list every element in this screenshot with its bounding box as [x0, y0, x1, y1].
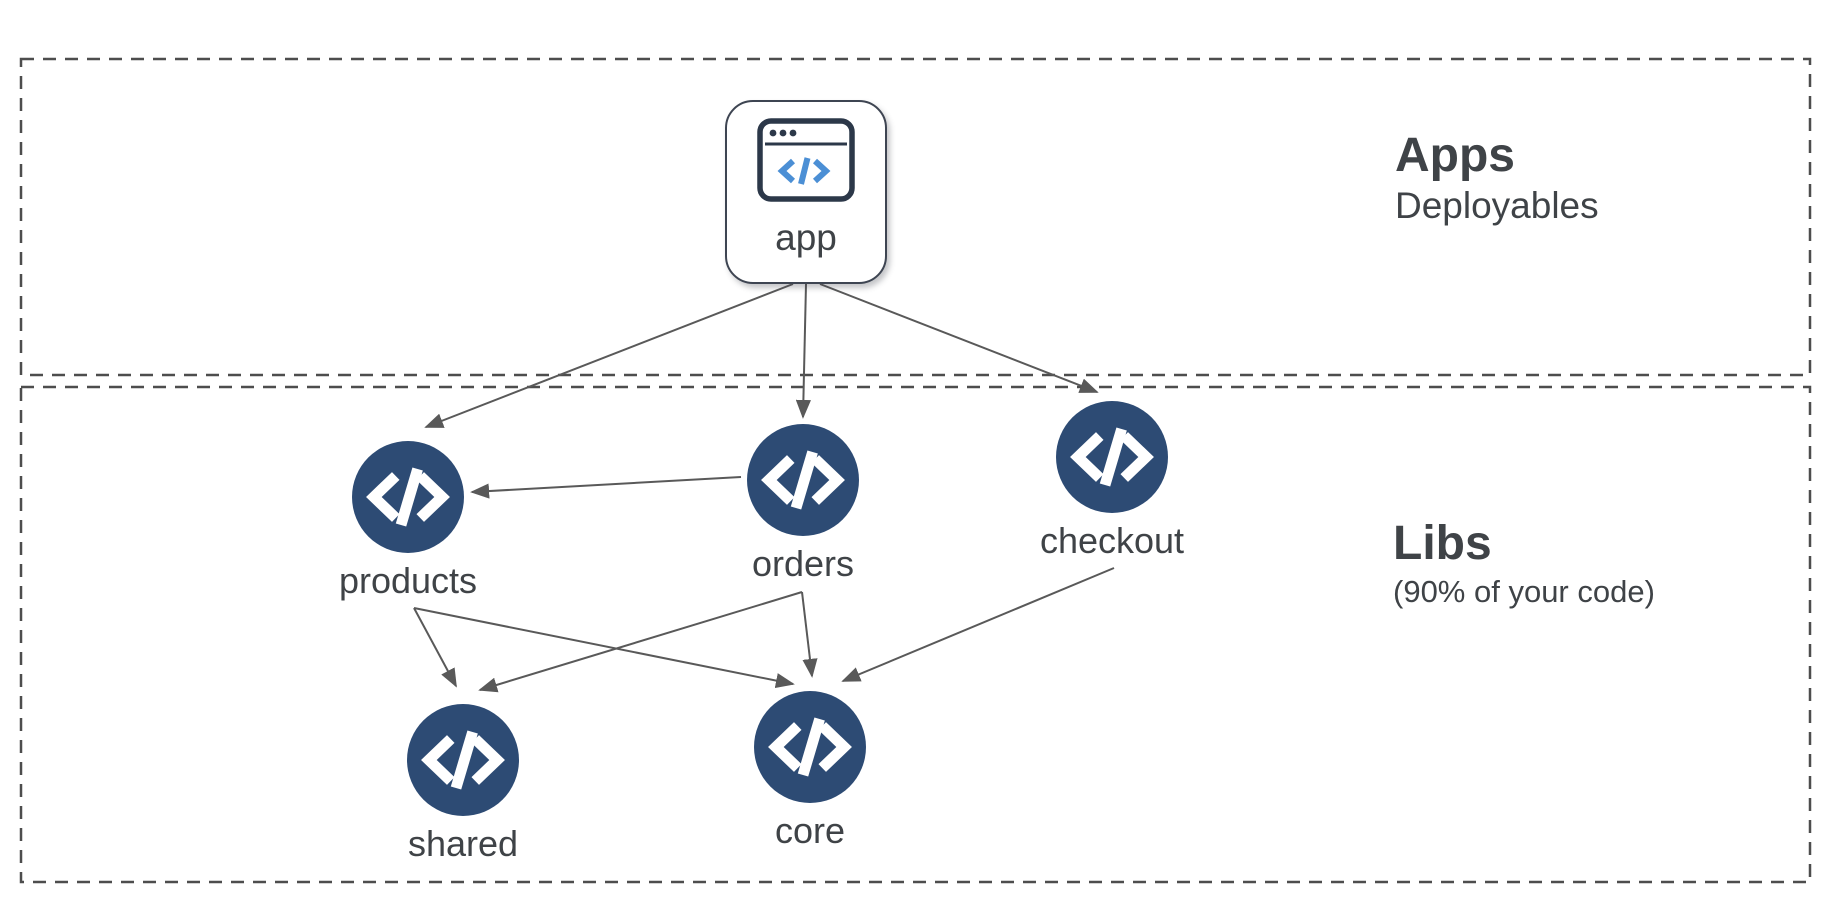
node-app: app: [725, 100, 887, 284]
code-icon: [754, 691, 866, 803]
browser-code-icon: [757, 118, 855, 202]
apps-section-title: Apps: [1395, 129, 1515, 182]
apps-section-box: [19, 57, 1812, 377]
code-icon: [1056, 401, 1168, 513]
libs-section-box: [19, 385, 1812, 884]
edge-orders-to-core: [801, 591, 818, 678]
node-label: orders: [751, 543, 855, 584]
node-label: shared: [407, 823, 519, 864]
apps-section-heading: Apps Deployables: [1395, 128, 1599, 228]
node-label: products: [338, 560, 478, 601]
apps-section-subtitle: Deployables: [1395, 185, 1599, 226]
edge-products-to-shared: [413, 607, 457, 688]
edge-app-to-products: [424, 283, 794, 428]
node-shared: shared: [363, 704, 563, 864]
dependency-edges: [413, 283, 1115, 693]
code-icon: [747, 424, 859, 536]
node-checkout: checkout: [1012, 401, 1212, 561]
edge-app-to-checkout: [819, 283, 1099, 393]
node-orders: orders: [703, 424, 903, 584]
node-products: products: [308, 441, 508, 601]
edge-app-to-orders: [795, 283, 811, 419]
node-label: app: [775, 217, 837, 258]
node-core: core: [710, 691, 910, 851]
edge-checkout-to-core: [841, 567, 1115, 682]
edge-products-to-core: [413, 607, 795, 689]
node-label: checkout: [1039, 520, 1185, 561]
libs-section-title: Libs: [1393, 517, 1492, 570]
libs-section-heading: Libs (90% of your code): [1393, 516, 1655, 612]
node-label: core: [774, 810, 846, 851]
libs-section-subtitle: (90% of your code): [1393, 574, 1655, 609]
edge-orders-to-shared: [478, 591, 803, 693]
edge-orders-to-products: [470, 476, 742, 499]
code-icon: [352, 441, 464, 553]
code-icon: [407, 704, 519, 816]
